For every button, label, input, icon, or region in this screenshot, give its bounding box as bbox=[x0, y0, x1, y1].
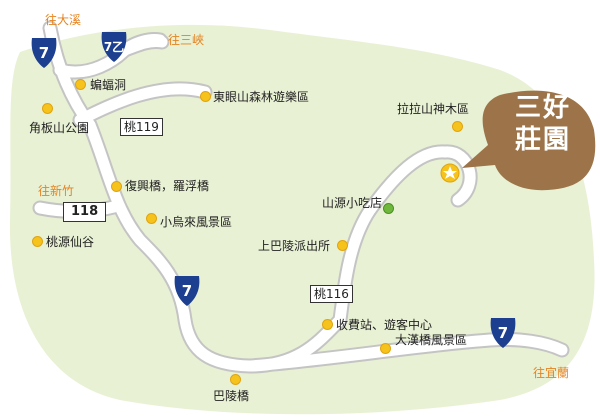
destination-callout bbox=[462, 90, 596, 191]
label-fuxing: 復興橋，羅浮橋 bbox=[125, 179, 210, 193]
label-dahan: 大漢橋風景區 bbox=[395, 333, 468, 347]
label-shanyuan: 山源小吃店 bbox=[322, 196, 383, 210]
label-bat-cave: 蝙蝠洞 bbox=[90, 78, 127, 92]
label-baling: 巴陵橋 bbox=[213, 389, 250, 403]
label-xiaowulai: 小烏來風景區 bbox=[160, 215, 233, 229]
pin-shanyuan[interactable] bbox=[383, 203, 394, 214]
direction-xinzhu: 往新竹 bbox=[38, 184, 75, 198]
route-tao119: 桃119 bbox=[120, 118, 163, 136]
highway-shield-7-mid-icon: 7 bbox=[174, 276, 200, 306]
svg-text:7乙: 7乙 bbox=[104, 40, 124, 54]
pin-shangbaling[interactable] bbox=[337, 240, 348, 251]
svg-text:7: 7 bbox=[498, 324, 508, 342]
label-shangbaling: 上巴陵派出所 bbox=[258, 239, 331, 253]
destination-line1: 三好 bbox=[514, 93, 571, 123]
highway-shield-7-north-icon: 7 bbox=[31, 38, 57, 68]
destination-star-icon bbox=[440, 163, 460, 183]
highway-shield-7-east-icon: 7 bbox=[490, 318, 516, 348]
direction-daxi: 往大溪 bbox=[45, 13, 82, 27]
label-lala-mountain: 拉拉山神木區 bbox=[397, 102, 470, 116]
pin-toll[interactable] bbox=[322, 319, 333, 330]
label-jiaoban: 角板山公園 bbox=[29, 121, 90, 135]
pin-dongyan[interactable] bbox=[200, 91, 211, 102]
direction-sanxia: 往三峽 bbox=[168, 33, 205, 47]
pin-lala-mountain[interactable] bbox=[452, 121, 463, 132]
pin-bat-cave[interactable] bbox=[75, 79, 86, 90]
pin-dahan[interactable] bbox=[380, 343, 391, 354]
route-118: 118 bbox=[63, 202, 107, 222]
direction-yilan: 往宜蘭 bbox=[533, 366, 570, 380]
pin-jiaoban[interactable] bbox=[42, 103, 53, 114]
svg-text:7: 7 bbox=[39, 44, 49, 62]
pin-fuxing[interactable] bbox=[111, 181, 122, 192]
pin-baling[interactable] bbox=[230, 374, 241, 385]
destination-line2: 莊園 bbox=[514, 125, 571, 155]
label-taoyuan-valley: 桃源仙谷 bbox=[46, 235, 95, 249]
route-tao116: 桃116 bbox=[310, 285, 353, 303]
pin-xiaowulai[interactable] bbox=[146, 213, 157, 224]
pin-taoyuan-valley[interactable] bbox=[32, 236, 43, 247]
destination-name[interactable]: 三好 莊園 bbox=[492, 92, 594, 186]
highway-shield-7yi-icon: 7乙 bbox=[101, 32, 127, 62]
svg-text:7: 7 bbox=[182, 282, 192, 300]
label-dongyan: 東眼山森林遊樂區 bbox=[213, 90, 310, 104]
label-toll: 收費站、遊客中心 bbox=[336, 318, 433, 332]
